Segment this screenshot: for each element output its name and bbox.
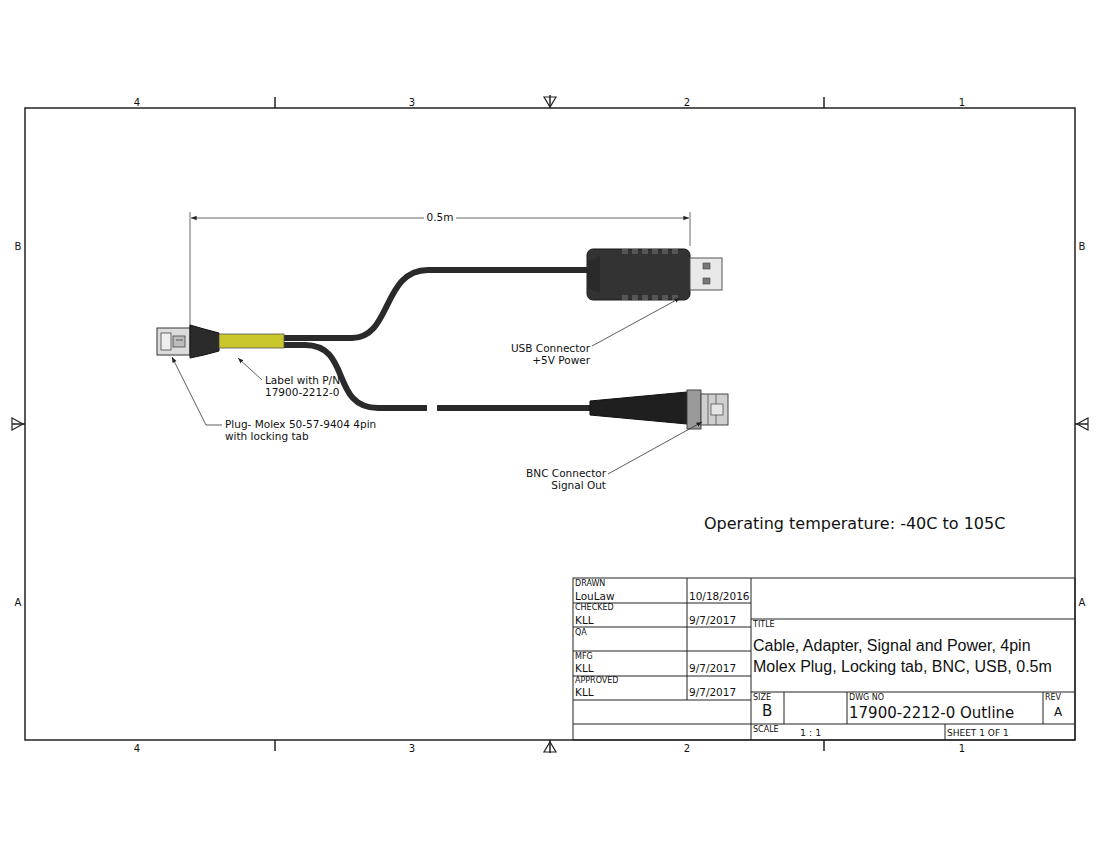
- callout-text: Label with P/N 17900-2212-0: [265, 374, 365, 398]
- zone-letter: B: [15, 241, 22, 253]
- zone-ticks: [12, 95, 1088, 753]
- sheet-border: [25, 108, 1075, 740]
- zone-letter: B: [1079, 241, 1086, 253]
- molex-plug: [157, 325, 219, 358]
- zone-number: 3: [409, 97, 415, 109]
- bnc-connector: [590, 390, 728, 429]
- field-name: SCALE: [753, 725, 779, 734]
- grip-groove: [662, 295, 668, 300]
- pn-label-sleeve: [219, 334, 284, 348]
- field-name: MFG: [575, 652, 593, 661]
- grip-groove: [652, 249, 658, 254]
- field-value: LouLaw: [575, 590, 615, 602]
- field-value: KLL: [575, 662, 594, 674]
- grip-groove: [652, 295, 658, 300]
- zone-number: 4: [134, 743, 140, 755]
- field-name: SIZE: [753, 693, 771, 702]
- zone-number: 4: [134, 97, 140, 109]
- zone-letter: A: [15, 597, 22, 609]
- field-value: 1 : 1: [800, 728, 821, 739]
- zone-number: 3: [409, 743, 415, 755]
- centre-marks: [12, 97, 1088, 752]
- field-value: 9/7/2017: [689, 662, 736, 674]
- field-name: DWG NO: [849, 693, 884, 702]
- field-name: QA: [575, 628, 587, 637]
- zone-number: 1: [959, 743, 965, 755]
- zone-number: 2: [684, 97, 690, 109]
- field-value: 9/7/2017: [689, 686, 736, 698]
- grip-groove: [622, 295, 628, 300]
- callout-text: USB Connector +5V Power: [492, 342, 590, 366]
- dimension-text: 0.5m: [424, 211, 457, 223]
- grip-groove: [622, 249, 628, 254]
- field-value: SHEET 1 OF 1: [947, 728, 1009, 738]
- field-value: A: [1054, 706, 1062, 720]
- field-value: 17900-2212-0 Outline: [849, 705, 1014, 722]
- usb-connector: [587, 249, 722, 300]
- grip-groove: [632, 295, 638, 300]
- grip-groove: [642, 249, 648, 254]
- field-value: B: [762, 703, 772, 720]
- zone-letter: A: [1079, 597, 1086, 609]
- grip-groove: [662, 249, 668, 254]
- field-name: REV: [1045, 693, 1061, 702]
- field-value: 9/7/2017: [689, 614, 736, 626]
- field-value: 10/18/2016: [689, 590, 750, 602]
- field-name: TITLE: [753, 620, 775, 629]
- title-block: [573, 578, 1075, 740]
- grip-groove: [632, 249, 638, 254]
- callout-text: BNC Connector Signal Out: [506, 467, 606, 491]
- field-name: APPROVED: [575, 676, 619, 685]
- field-name: DRAWN: [575, 579, 605, 588]
- zone-number: 1: [959, 97, 965, 109]
- note-text: Operating temperature: -40C to 105C: [704, 515, 1005, 533]
- field-value: KLL: [575, 686, 594, 698]
- field-value: KLL: [575, 614, 594, 626]
- field-name: CHECKED: [575, 603, 614, 612]
- callout-text: Plug- Molex 50-57-9404 4pin with locking…: [225, 418, 377, 442]
- drawing-title: Cable, Adapter, Signal and Power, 4pin M…: [753, 636, 1071, 678]
- leader-lines: [172, 298, 702, 474]
- grip-groove: [672, 249, 678, 254]
- zone-number: 2: [684, 743, 690, 755]
- grip-groove: [642, 295, 648, 300]
